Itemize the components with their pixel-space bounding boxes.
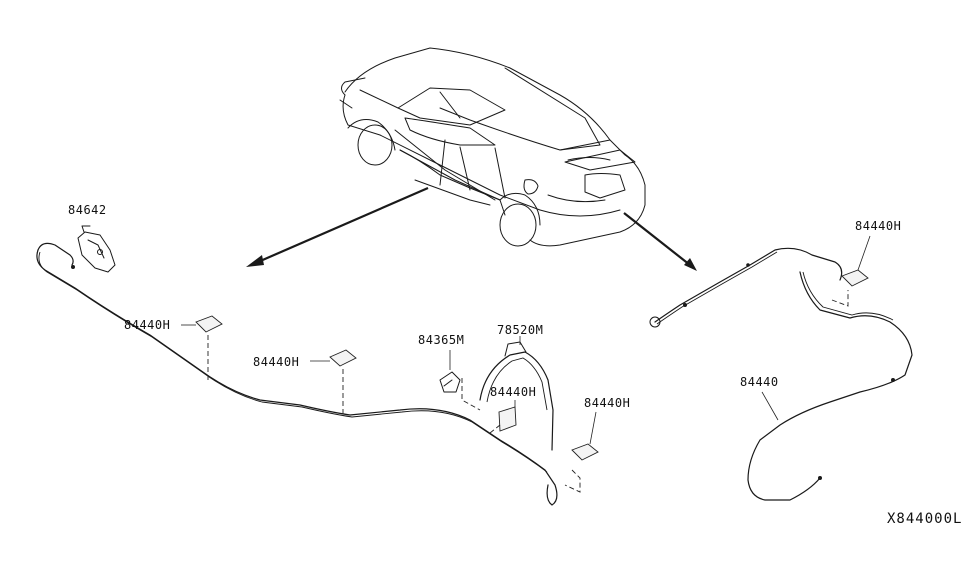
- label-84440: 84440: [740, 375, 779, 389]
- diagram-reference-code: X844000L: [887, 511, 962, 527]
- label-84440h-left-upper: 84440H: [124, 318, 170, 332]
- pad-right-upper: [831, 235, 871, 307]
- label-84440h-right-lower: 84440H: [584, 396, 630, 410]
- right-cable-assembly: [649, 247, 913, 501]
- label-84440h-left-mid: 84440H: [253, 355, 299, 369]
- label-84365m: 84365M: [418, 333, 464, 347]
- grommet-bracket-84642: [77, 225, 116, 273]
- left-cable-assembly: [36, 242, 558, 506]
- label-78520m: 78520M: [497, 323, 543, 337]
- vehicle-illustration: [339, 47, 646, 247]
- tube-78520m: [479, 336, 554, 451]
- direction-arrows: [246, 186, 697, 271]
- pad-center: [489, 400, 517, 434]
- label-84642: 84642: [68, 203, 107, 217]
- label-84440h-center: 84440H: [490, 385, 536, 399]
- leader-84440: [761, 391, 779, 421]
- label-84440h-right-upper: 84440H: [855, 219, 901, 233]
- pad-left-mid: [310, 349, 357, 415]
- clip-84365m: [439, 350, 481, 411]
- pad-right-lower: [564, 411, 599, 493]
- pad-left-upper: [181, 315, 223, 382]
